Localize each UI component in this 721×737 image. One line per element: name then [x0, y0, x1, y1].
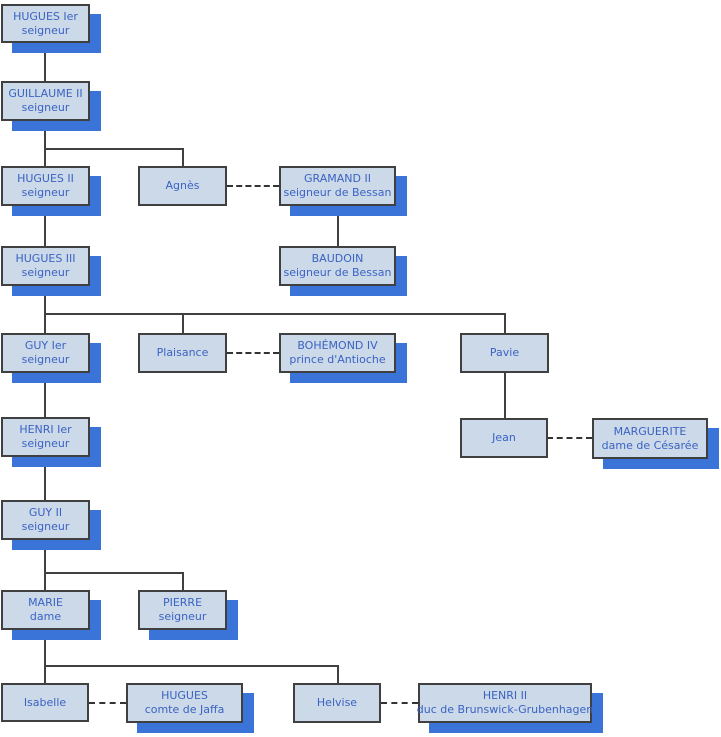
descent-line	[504, 373, 506, 418]
person-name: HUGUES III	[15, 252, 76, 265]
node-baudoin: BAUDOIN seigneur de Bessan	[279, 246, 396, 286]
descent-line	[44, 572, 184, 574]
person-title: prince d'Antioche	[289, 353, 386, 366]
person-title: seigneur	[21, 101, 70, 114]
node-hugues-ii: HUGUES II seigneur	[1, 166, 90, 206]
descent-line	[44, 206, 46, 246]
node-henri-ii-brunswick: HENRI II duc de Brunswick-Grubenhagen	[416, 683, 594, 723]
marriage-line	[89, 702, 126, 704]
person-name: HUGUES II	[17, 172, 74, 185]
descent-line	[44, 665, 339, 667]
person-name: GUILLAUME II	[8, 87, 83, 100]
person-title: seigneur	[21, 23, 70, 37]
person-name: MARGUERITE	[613, 424, 687, 438]
descent-line	[44, 286, 46, 333]
node-marguerite: MARGUERITE dame de Césarée	[592, 418, 708, 459]
node-henri-ier: HENRI Ier seigneur	[1, 417, 90, 457]
marriage-line	[381, 702, 418, 704]
person-name: Isabelle	[23, 695, 67, 709]
person-name: HENRI II	[482, 689, 528, 702]
node-hugues-ier: HUGUES Ier seigneur	[1, 4, 90, 43]
descent-line	[44, 457, 46, 500]
node-pierre: PIERRE seigneur	[138, 590, 227, 630]
descent-line	[337, 206, 339, 246]
person-name: Plaisance	[156, 346, 209, 359]
person-title: seigneur	[21, 520, 70, 533]
descent-line	[44, 540, 46, 590]
node-marie: MARIE dame	[1, 590, 90, 630]
person-name: GRAMAND II	[304, 172, 371, 185]
person-name: HUGUES Ier	[13, 9, 78, 23]
node-pavie: Pavie	[460, 333, 549, 373]
node-jean: Jean	[460, 418, 548, 458]
marriage-line	[227, 185, 279, 187]
node-gramand-ii: GRAMAND II seigneur de Bessan	[279, 166, 396, 206]
node-agnes: Agnès	[138, 166, 227, 206]
person-name: BAUDOIN	[311, 252, 364, 265]
person-name: MARIE	[28, 596, 63, 609]
person-title: comte de Jaffa	[144, 703, 225, 716]
node-guillaume-ii: GUILLAUME II seigneur	[1, 81, 90, 121]
person-name: Agnès	[165, 179, 200, 192]
node-hugues-iii: HUGUES III seigneur	[1, 246, 90, 286]
node-plaisance: Plaisance	[138, 333, 227, 373]
node-guy-ii: GUY II seigneur	[1, 500, 90, 540]
node-hugues-jaffa: HUGUES comte de Jaffa	[126, 683, 243, 723]
person-title: seigneur	[158, 610, 207, 623]
descent-line	[182, 572, 184, 590]
person-name: GUY Ier	[24, 339, 67, 352]
descent-line	[182, 148, 184, 166]
descent-line	[44, 121, 46, 166]
person-title: seigneur	[21, 186, 70, 199]
person-title: seigneur	[21, 353, 70, 366]
descent-line	[44, 630, 46, 683]
person-name: Jean	[492, 431, 516, 444]
node-guy-ier: GUY Ier seigneur	[1, 333, 90, 373]
person-title: duc de Brunswick-Grubenhagen	[416, 703, 594, 716]
descent-line	[44, 148, 184, 150]
person-name: Helvise	[316, 696, 358, 709]
person-name: BOHÉMOND IV	[297, 339, 378, 352]
node-isabelle: Isabelle	[1, 683, 89, 722]
person-title: seigneur de Bessan	[283, 266, 392, 279]
person-title: seigneur	[21, 266, 70, 279]
marriage-line	[547, 437, 592, 439]
descent-line	[44, 43, 46, 81]
node-bohemond-iv: BOHÉMOND IV prince d'Antioche	[279, 333, 396, 373]
person-title: dame	[29, 610, 62, 623]
descent-line	[504, 313, 506, 333]
person-title: seigneur	[21, 437, 70, 450]
descent-line	[44, 373, 46, 417]
descent-line	[44, 313, 506, 315]
person-title: dame de Césarée	[601, 438, 699, 452]
marriage-line	[227, 352, 279, 354]
descent-line	[337, 665, 339, 683]
node-helvise: Helvise	[293, 683, 381, 723]
descent-line	[182, 313, 184, 333]
person-name: HUGUES	[161, 689, 208, 702]
person-title: seigneur de Bessan	[283, 186, 392, 199]
person-name: GUY II	[28, 506, 63, 519]
person-name: PIERRE	[162, 596, 203, 609]
person-name: Pavie	[489, 346, 520, 359]
person-name: HENRI Ier	[19, 423, 72, 436]
